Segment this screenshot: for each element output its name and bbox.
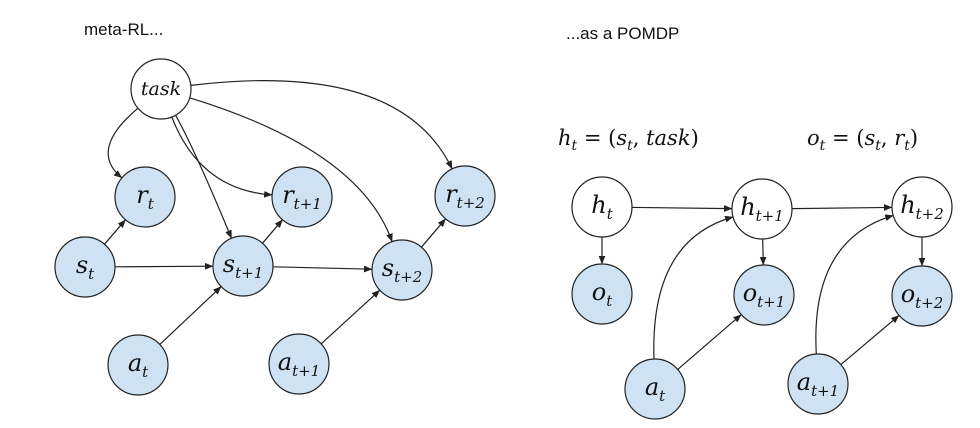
left-edge-s_t-to-s_t1 [114, 262, 214, 270]
right-node-circle-o_t [571, 263, 633, 325]
equation-o: ot = (st, rt) [807, 126, 918, 154]
right-node-h_t2: ht+2 [891, 176, 953, 238]
right-edge-ra_t1-to-o_t2 [840, 314, 900, 366]
left-node-label-a_t1: at+1 [278, 348, 320, 380]
left-node-s_t2: st+2 [371, 239, 433, 301]
right-edge-h_t1-to-o_t1 [759, 238, 767, 266]
left-node-a_t1: at+1 [268, 333, 330, 395]
left-edge-task-to-s_t2 [189, 97, 393, 243]
left-node-label-task: task [141, 78, 181, 100]
equation-h: ht = (st, task) [558, 126, 699, 154]
left-edge-task-to-r_t1 [171, 116, 273, 198]
right-edge-ra_t-to-h_t1 [653, 215, 734, 360]
left-node-circle-r_t1 [271, 166, 333, 228]
caption-meta-rl: meta-RL... [84, 20, 164, 39]
right-node-label-o_t2: ot+2 [901, 280, 944, 312]
left-node-label-s_t1: st+1 [223, 250, 263, 282]
left-node-circle-task [130, 58, 192, 120]
right-node-circle-h_t [571, 176, 633, 238]
right-edge-h_t1-to-h_t2 [791, 204, 893, 211]
left-node-task: task [130, 58, 192, 120]
right-node-h_t1: ht+1 [731, 178, 793, 240]
left-node-circle-s_t [54, 236, 116, 298]
left-edge-task-to-s_t1 [175, 114, 233, 239]
left-edge-task-to-r_t2 [190, 80, 453, 170]
right-node-o_t: ot [571, 263, 633, 325]
right-node-circle-ra_t [624, 358, 686, 420]
left-node-s_t1: st+1 [212, 235, 274, 297]
right-node-o_t2: ot+2 [891, 265, 953, 327]
right-node-label-h_t: ht [591, 191, 613, 223]
left-edge-s_t-to-r_t [104, 219, 126, 245]
right-node-circle-ra_t1 [787, 353, 849, 415]
right-node-label-h_t2: ht+2 [900, 191, 944, 223]
left-edge-a_t-to-s_t1 [159, 286, 222, 345]
right-edge-h_t-to-h_t1 [631, 205, 733, 212]
left-node-r_t1: rt+1 [271, 166, 333, 228]
right-node-ra_t1: at+1 [787, 353, 849, 415]
left-node-label-a_t: at [128, 349, 149, 381]
left-node-label-s_t: st [76, 251, 95, 283]
right-edge-ra_t-to-o_t1 [677, 314, 742, 370]
right-node-circle-o_t2 [891, 265, 953, 327]
left-node-circle-r_t2 [434, 165, 496, 227]
left-node-circle-r_t [114, 166, 176, 228]
left-node-s_t: st [54, 236, 116, 298]
right-node-circle-h_t2 [891, 176, 953, 238]
equations: ht = (st, task) ot = (st, rt) [558, 126, 918, 154]
nodes-layer: task rt rt+1 rt+2 st st+1 st+2 at at+1 ht ht+1 ht+2… [54, 58, 953, 420]
right-node-label-ra_t: at [645, 373, 666, 405]
left-node-label-s_t2: st+2 [382, 254, 422, 286]
left-edge-s_t1-to-s_t2 [272, 265, 373, 273]
right-node-label-ra_t1: at+1 [797, 368, 839, 400]
left-node-label-r_t2: rt+2 [445, 180, 485, 212]
left-edge-s_t2-to-r_t2 [420, 218, 447, 248]
right-node-h_t: ht [571, 176, 633, 238]
right-node-label-h_t1: ht+1 [740, 193, 784, 225]
left-edge-s_t1-to-r_t1 [262, 219, 283, 244]
left-node-label-r_t: rt [136, 181, 154, 213]
left-node-circle-s_t1 [212, 235, 274, 297]
right-node-circle-h_t1 [731, 178, 793, 240]
right-edge-ra_t1-to-h_t2 [815, 214, 894, 355]
right-node-label-o_t: ot [592, 278, 613, 310]
caption-pomdp: ...as a POMDP [566, 24, 680, 43]
left-edge-a_t1-to-s_t2 [320, 289, 381, 345]
left-node-label-r_t1: rt+1 [282, 181, 322, 213]
right-node-ra_t: at [624, 358, 686, 420]
left-node-circle-a_t1 [268, 333, 330, 395]
right-node-o_t1: ot+1 [733, 264, 795, 326]
right-node-label-o_t1: ot+1 [743, 279, 786, 311]
left-node-a_t: at [107, 334, 169, 396]
left-node-r_t: rt [114, 166, 176, 228]
edges-layer [104, 80, 926, 370]
left-node-circle-s_t2 [371, 239, 433, 301]
left-node-circle-a_t [107, 334, 169, 396]
right-node-circle-o_t1 [733, 264, 795, 326]
left-edge-task-to-r_t [107, 107, 139, 179]
left-node-r_t2: rt+2 [434, 165, 496, 227]
